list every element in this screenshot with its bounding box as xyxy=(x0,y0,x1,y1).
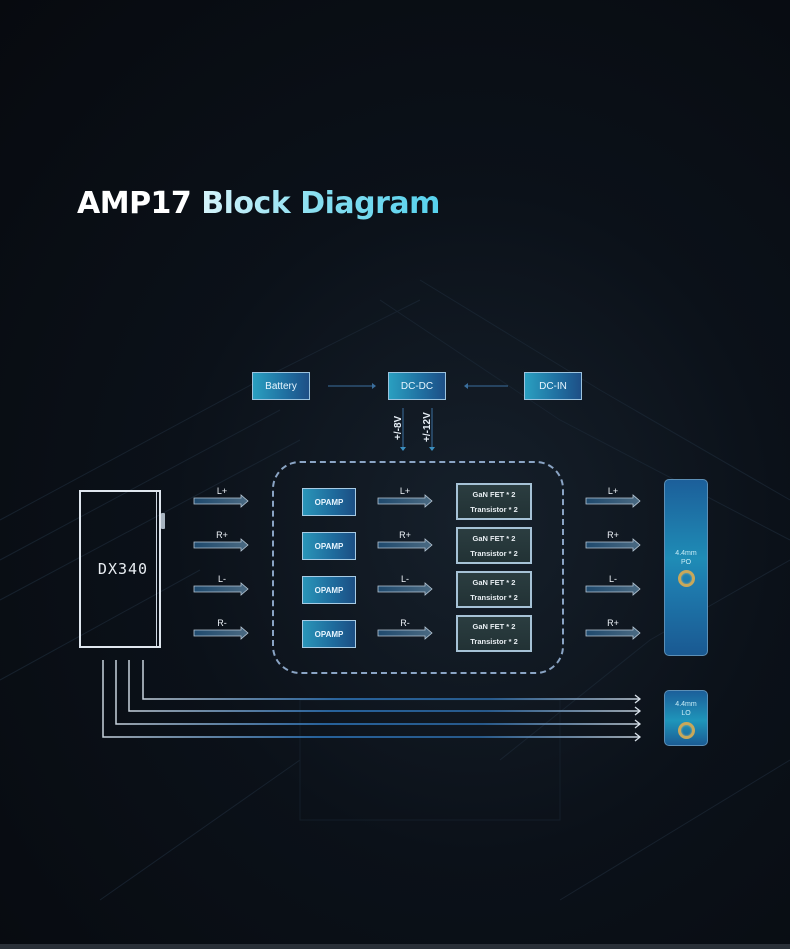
input-signal-label: L- xyxy=(217,574,226,584)
page-title: AMP17 Block Diagram xyxy=(77,186,440,221)
mid-signal-label: R+ xyxy=(399,530,411,540)
opamp-box: OPAMP xyxy=(302,620,356,648)
output-signal-arrow xyxy=(585,582,641,596)
lo-arrowhead xyxy=(634,732,642,742)
lo-arrowhead xyxy=(634,694,642,704)
bottom-edge xyxy=(0,944,790,949)
gan-line1: GaN FET * 2 xyxy=(472,577,516,587)
lo-line xyxy=(102,660,640,738)
amp-stage-frame xyxy=(272,461,564,674)
dcin-box: DC-IN xyxy=(524,372,582,400)
mid-signal-label: L+ xyxy=(399,486,411,496)
lo-line xyxy=(128,660,640,712)
lo-jack-size: 4.4mm xyxy=(675,701,697,708)
jack-ring-icon xyxy=(678,570,695,587)
mid-signal-arrow xyxy=(377,494,433,508)
po-jack-type: PO xyxy=(680,559,692,566)
mid-signal-arrow xyxy=(377,538,433,552)
mid-signal-arrow xyxy=(377,626,433,640)
input-signal-label: R- xyxy=(217,618,227,628)
output-signal-label: L+ xyxy=(607,486,619,496)
output-signal-label: L- xyxy=(608,574,617,584)
battery-box: Battery xyxy=(252,372,310,400)
dx340-device xyxy=(79,490,161,648)
lo-jack-type: LO xyxy=(681,710,691,717)
po-jack-size: 4.4mm xyxy=(675,550,697,557)
dcin-to-dcdc-arrow xyxy=(464,383,508,389)
lo-arrowhead xyxy=(634,706,642,716)
lo-line xyxy=(142,660,640,700)
mid-signal-label: L- xyxy=(400,574,409,584)
gan-line2: Transistor * 2 xyxy=(470,636,518,646)
output-signal-label: R+ xyxy=(607,530,619,540)
rail-12v-arrow xyxy=(429,408,435,451)
input-signal-label: L+ xyxy=(216,486,228,496)
po-jack-4-4mm: 4.4mm PO xyxy=(664,479,708,656)
output-signal-arrow xyxy=(585,626,641,640)
gan-fet-stage: GaN FET * 2 Transistor * 2 xyxy=(456,527,532,564)
lo-arrowhead xyxy=(634,719,642,729)
input-signal-label: R+ xyxy=(216,530,228,540)
opamp-box: OPAMP xyxy=(302,532,356,560)
device-side-button xyxy=(161,513,165,529)
output-signal-arrow xyxy=(585,538,641,552)
rail-8v-arrow xyxy=(400,408,406,451)
gan-line2: Transistor * 2 xyxy=(470,504,518,514)
opamp-box: OPAMP xyxy=(302,576,356,604)
opamp-box: OPAMP xyxy=(302,488,356,516)
gan-fet-stage: GaN FET * 2 Transistor * 2 xyxy=(456,483,532,520)
title-part1: AMP17 xyxy=(77,186,192,221)
input-signal-arrow xyxy=(193,538,249,552)
gan-line2: Transistor * 2 xyxy=(470,592,518,602)
device-logo: DX340 xyxy=(97,560,149,578)
dcdc-box: DC-DC xyxy=(388,372,446,400)
gan-line1: GaN FET * 2 xyxy=(472,489,516,499)
input-signal-arrow xyxy=(193,626,249,640)
gan-fet-stage: GaN FET * 2 Transistor * 2 xyxy=(456,571,532,608)
gan-line2: Transistor * 2 xyxy=(470,548,518,558)
output-signal-label: R+ xyxy=(607,618,619,628)
input-signal-arrow xyxy=(193,494,249,508)
title-part2: Block Diagram xyxy=(201,186,440,221)
mid-signal-arrow xyxy=(377,582,433,596)
mid-signal-label: R- xyxy=(400,618,410,628)
lo-line xyxy=(115,660,640,725)
gan-line1: GaN FET * 2 xyxy=(472,533,516,543)
gan-line1: GaN FET * 2 xyxy=(472,621,516,631)
output-signal-arrow xyxy=(585,494,641,508)
lo-jack-4-4mm: 4.4mm LO xyxy=(664,690,708,746)
gan-fet-stage: GaN FET * 2 Transistor * 2 xyxy=(456,615,532,652)
input-signal-arrow xyxy=(193,582,249,596)
battery-to-dcdc-arrow xyxy=(328,383,376,389)
jack-ring-icon xyxy=(678,722,695,739)
